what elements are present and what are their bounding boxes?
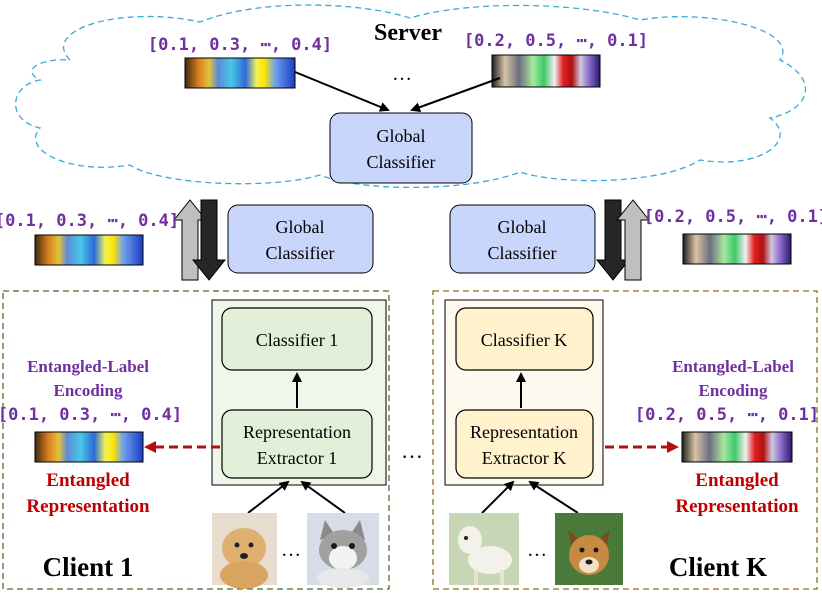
clientK-vector-label: [0.2, 0.5, ⋯, 0.1] <box>635 405 819 425</box>
client1-input-arrow-right <box>300 480 346 514</box>
server-left-vector-label: [0.1, 0.3, ⋯, 0.4] <box>148 35 332 55</box>
server-right-vector-label: [0.2, 0.5, ⋯, 0.1] <box>464 31 648 51</box>
right-encoding-bar <box>682 233 792 265</box>
clientK-encoding-label-line1: Entangled-Label <box>672 357 794 376</box>
right-global-classifier-box <box>449 204 596 274</box>
client1-extractor-box <box>221 409 373 479</box>
clientK-representation-label-line1: Entangled <box>695 470 779 491</box>
client1-puppy-image <box>212 513 277 589</box>
middle-ellipsis: … <box>401 438 423 463</box>
clientK-extractor-box <box>455 409 594 479</box>
left-encoding-bar <box>34 234 144 266</box>
right-global-classifier-line1: Global <box>498 217 547 237</box>
server-left-arrow <box>294 71 390 112</box>
server-right-encoding-bar <box>491 54 601 88</box>
right-global-classifier-line2: Classifier <box>488 243 557 263</box>
right-upload-arrow <box>615 199 651 281</box>
clientK-image-ellipsis: … <box>527 539 547 561</box>
clientK-representation-label-line2: Representation <box>675 496 799 517</box>
client1-classifier-box <box>221 307 373 371</box>
clientK-dog-image <box>555 513 623 585</box>
server-ellipsis: … <box>392 63 412 85</box>
left-vector-label: [0.1, 0.3, ⋯, 0.4] <box>0 211 179 231</box>
client1-extractor-line1: Representation <box>243 422 351 442</box>
server-global-classifier-line2: Classifier <box>367 152 436 172</box>
client1-representation-label-line2: Representation <box>26 496 150 517</box>
clientK-input-arrow-left <box>481 480 515 514</box>
clientK-name: Client K <box>669 552 767 582</box>
clientK-classifier-label: Classifier K <box>481 330 567 350</box>
right-vector-label: [0.2, 0.5, ⋯, 0.1] <box>644 207 822 227</box>
server-global-classifier-line1: Global <box>377 126 426 146</box>
clientK-encoding-bar <box>681 431 793 463</box>
clientK-classifier-box <box>455 307 594 371</box>
client1-panel <box>2 290 390 590</box>
server-left-encoding-bar <box>184 57 296 89</box>
client1-name: Client 1 <box>43 552 134 582</box>
left-global-classifier-line2: Classifier <box>266 243 335 263</box>
client1-kitten-image <box>307 513 379 588</box>
clientK-input-arrow-right <box>528 480 579 514</box>
server-title: Server <box>374 20 442 46</box>
clientK-extractor-line1: Representation <box>470 422 578 442</box>
left-global-classifier-line1: Global <box>276 217 325 237</box>
clientK-lamb-image <box>449 513 519 585</box>
client1-representation-label-line1: Entangled <box>46 470 130 491</box>
server-cloud <box>15 4 807 189</box>
client1-input-arrow-left <box>247 480 290 514</box>
client1-extractor-line2: Extractor 1 <box>257 448 337 468</box>
clientK-panel <box>432 290 818 590</box>
client1-encoding-bar <box>34 431 144 463</box>
left-global-classifier-box <box>227 204 374 274</box>
clientK-extractor-line2: Extractor K <box>482 448 566 468</box>
server-right-arrow <box>410 77 501 112</box>
client1-classifier-label: Classifier 1 <box>256 330 339 350</box>
client1-encoding-label-line2: Encoding <box>54 381 123 400</box>
client1-vector-label: [0.1, 0.3, ⋯, 0.4] <box>0 405 182 425</box>
client1-encoding-label-line1: Entangled-Label <box>27 357 149 376</box>
left-download-arrow <box>191 199 227 281</box>
clientK-encoding-label-line2: Encoding <box>699 381 768 400</box>
server-global-classifier-box <box>329 112 473 184</box>
client1-image-ellipsis: … <box>281 539 301 561</box>
